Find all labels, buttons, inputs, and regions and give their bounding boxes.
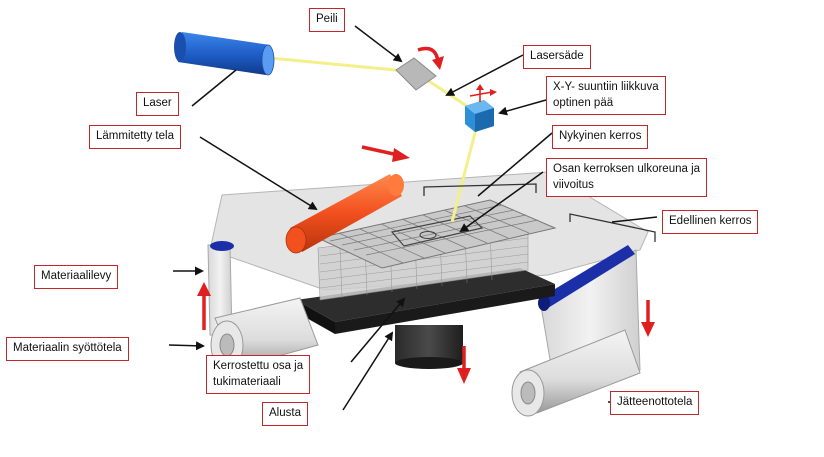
leader-lines [168, 25, 658, 411]
pedestal [395, 325, 463, 363]
label-kerrostettu-line1: Kerrostettu osa ja [213, 360, 304, 372]
laser-beam-3 [450, 124, 479, 223]
label-materiaalilevy: Materiaalilevy [34, 265, 119, 289]
previous-layer-bracket [569, 213, 656, 242]
layer-brackets [423, 183, 656, 242]
label-lasersade: Lasersäde [523, 45, 591, 69]
platform [296, 268, 555, 369]
label-ulkoreuna-line2: viivoitus [553, 178, 594, 191]
label-edellinen-kerros: Edellinen kerros [662, 210, 759, 234]
label-ulkoreuna: Osan kerroksen ulkoreuna ja viivoitus [546, 158, 708, 198]
label-nykyinen-kerros: Nykyinen kerros [552, 125, 649, 149]
label-ulkoreuna-line1: Osan kerroksen ulkoreuna ja [553, 163, 701, 175]
roller-band-left [210, 241, 234, 251]
label-optinen-paa: X-Y- suuntiin liikkuva optinen pää [546, 76, 666, 116]
label-optinen-paa-line2: optinen pää [553, 96, 614, 109]
label-alusta: Alusta [262, 402, 308, 426]
roller-band-right [540, 245, 635, 308]
laser-system [174, 32, 494, 223]
label-lammitetty-tela: Lämmitetty tela [89, 125, 181, 149]
label-laser: Laser [136, 92, 179, 116]
laser-beam-1 [269, 56, 417, 74]
current-layer-grid [316, 199, 557, 269]
current-layer-bracket [423, 183, 537, 196]
label-kerrostettu-line2: tukimateriaali [213, 375, 281, 388]
roller-direction-arrow [361, 145, 399, 157]
heated-roller [285, 174, 404, 254]
label-jatteenottotela: Jätteenottotela [610, 391, 700, 415]
waste-roller [511, 329, 641, 417]
label-optinen-paa-line1: X-Y- suuntiin liikkuva [553, 81, 659, 93]
mirror [395, 57, 437, 91]
red-arrows [197, 46, 655, 384]
label-kerrostettu: Kerrostettu osa ja tukimateriaali [206, 355, 311, 395]
label-syottotela: Materiaalin syöttötela [6, 337, 129, 361]
label-peili: Peili [309, 8, 345, 32]
laser-tube [178, 32, 270, 75]
